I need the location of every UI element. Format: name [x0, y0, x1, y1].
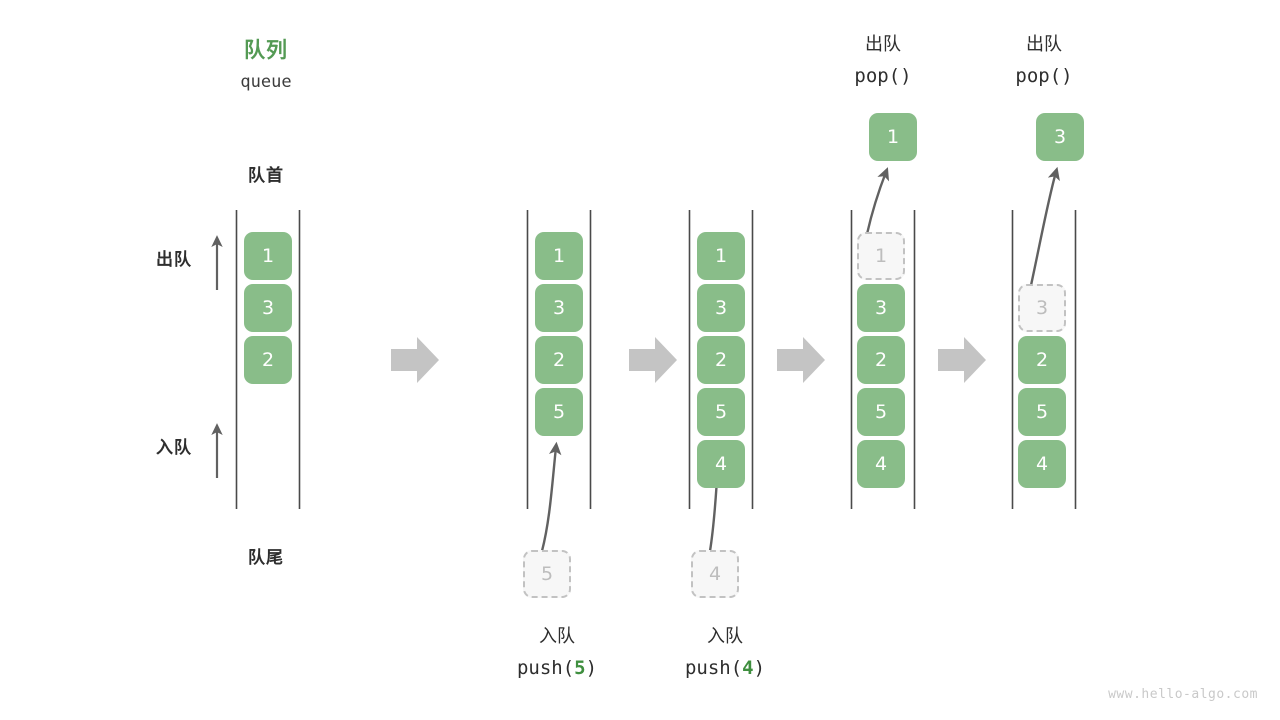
queue-cell[interactable]: 1: [697, 232, 745, 280]
rear-label: 队尾: [248, 548, 284, 568]
pop-3-code-suffix: ): [1061, 65, 1073, 87]
queue-cell-removed: 1: [857, 232, 905, 280]
queue-cell[interactable]: 5: [857, 388, 905, 436]
step-arrow-1: [391, 337, 439, 383]
step-transition-arrows: [391, 337, 986, 383]
pop-3-op-label: 出队: [1026, 34, 1062, 55]
queue-cell[interactable]: 3: [857, 284, 905, 332]
queue-cell[interactable]: 3: [697, 284, 745, 332]
queue-cell[interactable]: 1: [535, 232, 583, 280]
pop-3-code-prefix: pop(: [1015, 65, 1062, 87]
push-4-op-label: 入队: [707, 626, 743, 647]
queue-cell[interactable]: 4: [697, 440, 745, 488]
step-arrow-4: [938, 337, 986, 383]
queue-cell[interactable]: 2: [535, 336, 583, 384]
pop-1-op-code: pop(): [823, 65, 943, 87]
push-5-op-label: 入队: [539, 626, 575, 647]
queue-rails: [235, 210, 1077, 509]
page-title-en: queue: [240, 72, 292, 92]
push-4-op-code: push(4): [655, 657, 795, 679]
popped-cell[interactable]: 3: [1036, 113, 1084, 161]
queue-cell[interactable]: 2: [1018, 336, 1066, 384]
push-5-code-suffix: ): [585, 657, 598, 679]
queue-cell[interactable]: 4: [857, 440, 905, 488]
queue-cell[interactable]: 1: [244, 232, 292, 280]
pop-1-op-label: 出队: [865, 34, 901, 55]
queue-cell[interactable]: 3: [535, 284, 583, 332]
pop-arrow-3: [1028, 166, 1060, 292]
queue-cell[interactable]: 2: [857, 336, 905, 384]
push-4-code-suffix: ): [753, 657, 766, 679]
popped-cell[interactable]: 1: [869, 113, 917, 161]
pop-3-op-code: pop(): [984, 65, 1104, 87]
queue-cell[interactable]: 3: [244, 284, 292, 332]
pop-1-code-suffix: ): [900, 65, 912, 87]
queue-cell[interactable]: 5: [1018, 388, 1066, 436]
step-arrow-3: [777, 337, 825, 383]
incoming-ghost-cell: 5: [523, 550, 571, 598]
push-5-code-value: 5: [574, 657, 586, 679]
page-title-cn: 队列: [244, 38, 288, 62]
queue-cell-removed: 3: [1018, 284, 1066, 332]
queue-cell[interactable]: 5: [697, 388, 745, 436]
pop-1-code-prefix: pop(: [854, 65, 901, 87]
step-arrow-2: [629, 337, 677, 383]
push-5-code-prefix: push(: [516, 657, 575, 679]
queue-cell[interactable]: 2: [244, 336, 292, 384]
queue-cell[interactable]: 5: [535, 388, 583, 436]
pop-arrow-1: [865, 167, 890, 236]
enqueue-direction-label: 入队: [156, 438, 192, 458]
pop-arrows: [865, 166, 1060, 292]
push-arrow-5: [540, 441, 562, 553]
incoming-ghost-cell: 4: [691, 550, 739, 598]
push-5-op-code: push(5): [487, 657, 627, 679]
push-arrows: [540, 441, 724, 553]
queue-cell[interactable]: 2: [697, 336, 745, 384]
dequeue-direction-label: 出队: [156, 250, 192, 270]
push-4-code-value: 4: [742, 657, 754, 679]
watermark: www.hello-algo.com: [1108, 687, 1258, 702]
push-4-code-prefix: push(: [684, 657, 743, 679]
queue-cell[interactable]: 4: [1018, 440, 1066, 488]
front-label: 队首: [248, 166, 284, 186]
